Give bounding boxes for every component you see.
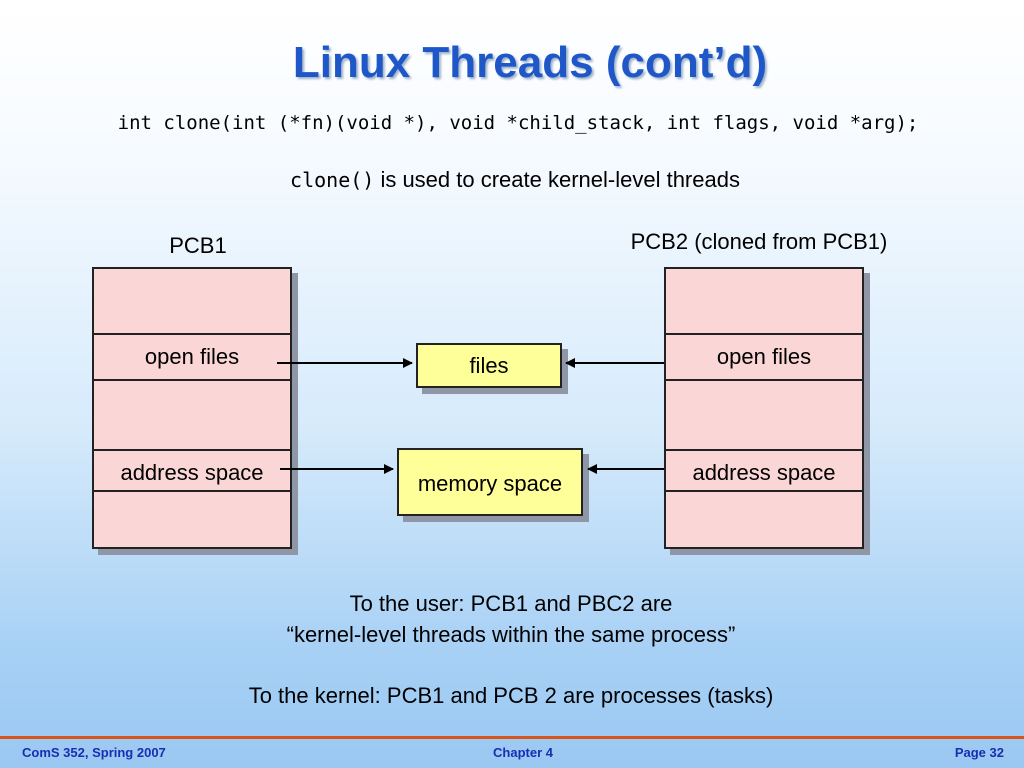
pcb1-divider [94, 449, 290, 451]
pcb1-block: open files address space [92, 267, 292, 549]
slide-title: Linux Threads (cont’d) [292, 38, 768, 87]
pcb1-divider [94, 490, 290, 492]
pcb1-label: PCB1 [169, 233, 227, 258]
footer-chapter: Chapter 4 [493, 745, 553, 760]
footer-rule [0, 736, 1024, 739]
pcb2-open-files: open files [716, 344, 812, 369]
files-box: files [416, 343, 562, 388]
pcb2-block: open files address space [664, 267, 864, 549]
memory-space-box: memory space [397, 448, 583, 516]
pcb2-divider [666, 490, 862, 492]
subtitle-text: is used to create kernel-level threads [374, 167, 740, 192]
pcb2-divider [666, 379, 862, 381]
kernel-note: To the kernel: PCB1 and PCB 2 are proces… [248, 683, 774, 708]
footer-page: Page 32 [954, 745, 1004, 760]
pcb1-divider [94, 333, 290, 335]
pcb2-divider [666, 333, 862, 335]
footer-course: ComS 352, Spring 2007 [22, 745, 166, 760]
pcb2-address-space: address space [692, 460, 836, 485]
clone-call: clone() [290, 168, 375, 192]
clone-signature: int clone(int (*fn)(void *), void *child… [117, 112, 919, 134]
pcb2-label: PCB2 (cloned from PCB1) [630, 229, 888, 254]
user-note-line2: “kernel-level threads within the same pr… [286, 622, 736, 647]
user-note-line1: To the user: PCB1 and PBC2 are [349, 591, 673, 616]
pcb2-divider [666, 449, 862, 451]
slide-subtitle: clone() is used to create kernel-level t… [0, 167, 1024, 193]
pcb1-address-space: address space [120, 460, 264, 485]
pcb1-divider [94, 379, 290, 381]
pcb1-open-files: open files [144, 344, 240, 369]
